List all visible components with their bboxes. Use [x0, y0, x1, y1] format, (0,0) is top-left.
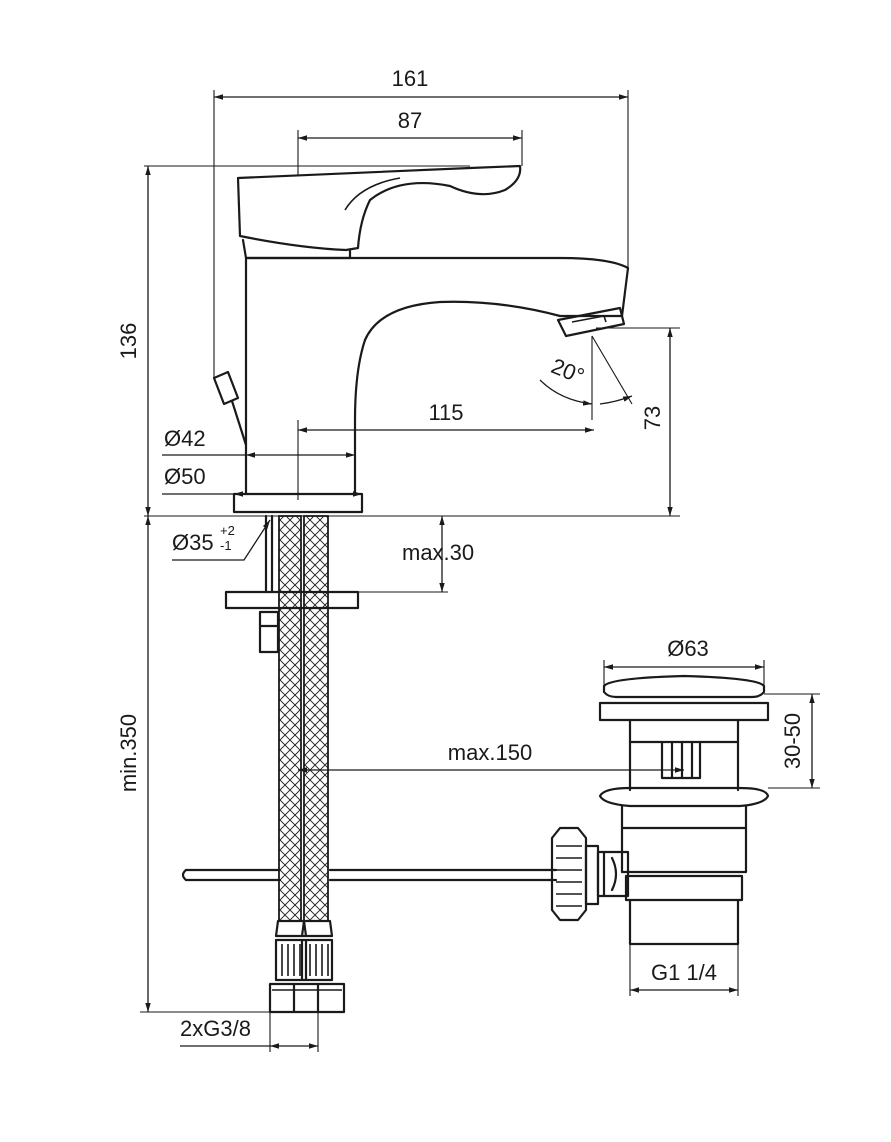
- waste-tail: [628, 898, 740, 946]
- knurled-nut: [550, 826, 588, 922]
- dim-hose-thread: 2xG3/8: [180, 1016, 251, 1041]
- dim-spout-angle: 20°: [548, 353, 588, 389]
- hose-right: [303, 515, 329, 922]
- dim-waste-thread: G1 1/4: [651, 960, 717, 985]
- dim-hole-diameter: Ø35: [172, 530, 214, 555]
- clevis-connector: [596, 850, 630, 898]
- dim-base-diameter: Ø50: [164, 464, 206, 489]
- dim-hole-tol-minus: -1: [220, 538, 232, 553]
- dim-max-rod: max.150: [448, 740, 532, 765]
- waste-plug: [602, 674, 766, 699]
- dim-height: 136: [116, 323, 141, 360]
- hose-left: [278, 515, 302, 922]
- dim-spout-reach: 115: [428, 400, 463, 425]
- aerator: [556, 306, 626, 338]
- dim-hole-tol-plus: +2: [220, 523, 235, 538]
- dim-body-diameter: Ø42: [164, 426, 206, 451]
- dim-spout-height: 73: [640, 406, 665, 430]
- dim-overall-width: 161: [392, 66, 429, 91]
- dim-min-hose: min.350: [116, 714, 141, 792]
- lever-handle: [236, 164, 522, 252]
- dimension-lines: [140, 90, 820, 1052]
- pop-up-knob: [212, 370, 240, 406]
- faucet: [212, 164, 630, 1014]
- hose-nuts: [268, 982, 346, 1014]
- dim-waste-diameter: Ø63: [667, 636, 709, 661]
- dim-max-deck: max.30: [402, 540, 474, 565]
- dim-waste-height: 30-50: [780, 713, 805, 769]
- dim-lever-width: 87: [398, 108, 422, 133]
- dimension-labels: 161 87 136 73 20° 115 Ø42 Ø50 Ø35 +2 -1 …: [116, 66, 805, 1041]
- lift-rod: [181, 868, 558, 882]
- pop-up-waste: [550, 674, 770, 946]
- lever-detail: [344, 177, 401, 211]
- waste-flange: [598, 786, 770, 808]
